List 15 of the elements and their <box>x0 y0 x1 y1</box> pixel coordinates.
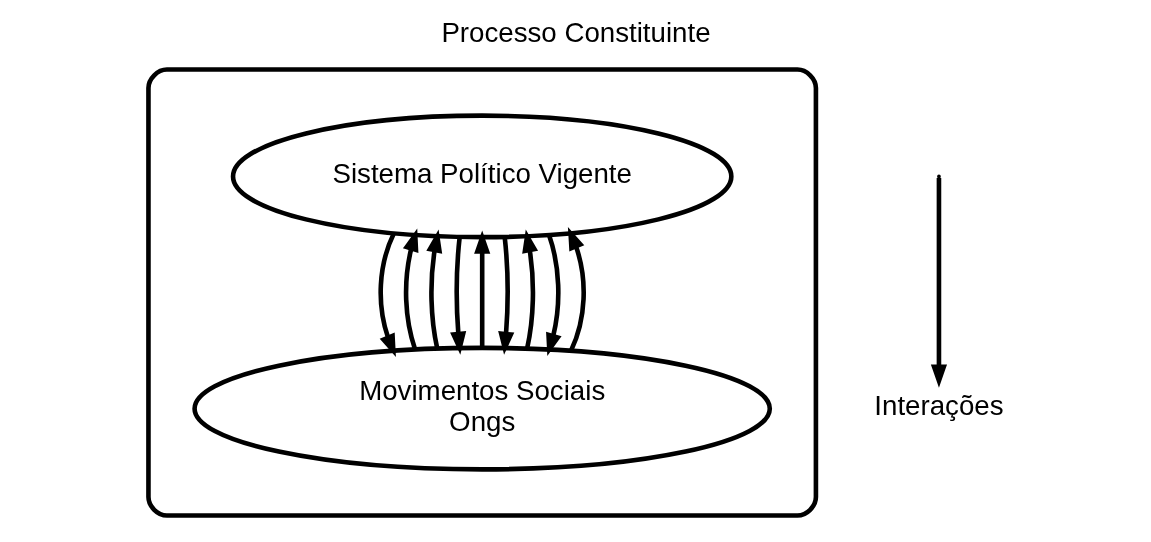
node-ellipse: Movimentos Sociais Ongs <box>191 345 772 472</box>
cluster <box>145 67 818 518</box>
arrow <box>497 236 514 355</box>
arrow <box>449 236 466 355</box>
diagram-title: Processo Constituinte <box>440 17 711 49</box>
arrow <box>521 229 538 349</box>
node-ellipse: Sistema Político Vigente <box>230 113 734 240</box>
arrow <box>930 178 947 388</box>
arrow <box>473 230 490 348</box>
arrow <box>377 232 396 357</box>
arrow <box>402 228 418 351</box>
arrow <box>425 229 442 349</box>
arrow <box>545 234 562 357</box>
arrow <box>567 227 586 352</box>
node-text: Interações <box>873 390 1004 422</box>
